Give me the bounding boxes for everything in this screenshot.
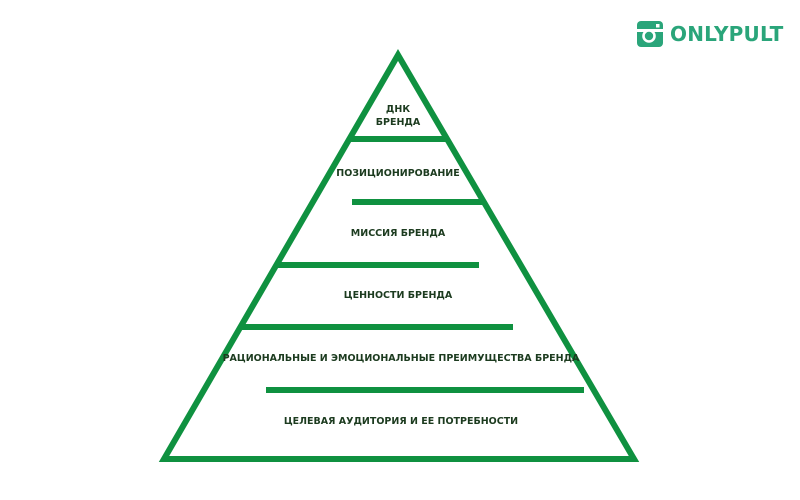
brand-logo: ONLYPULT	[637, 21, 783, 47]
level-audience: ЦЕЛЕВАЯ АУДИТОРИЯ И ЕЕ ПОТРЕБНОСТИ	[283, 416, 519, 427]
level-benefits: РАЦИОНАЛЬНЫЕ И ЭМОЦИОНАЛЬНЫЕ ПРЕИМУЩЕСТВ…	[222, 353, 580, 364]
level-dna-line2: БРЕНДА	[375, 117, 421, 128]
level-dna-line1: ДНК	[385, 104, 411, 115]
level-positioning: ПОЗИЦИОНИРОВАНИЕ	[336, 168, 460, 179]
level-mission: МИССИЯ БРЕНДА	[350, 228, 446, 239]
brand-name: ONLYPULT	[670, 22, 784, 46]
level-values: ЦЕННОСТИ БРЕНДА	[343, 290, 453, 301]
pyramid-outline	[158, 49, 640, 462]
level-dna: ДНК БРЕНДА	[376, 103, 420, 129]
camera-icon	[637, 21, 663, 47]
